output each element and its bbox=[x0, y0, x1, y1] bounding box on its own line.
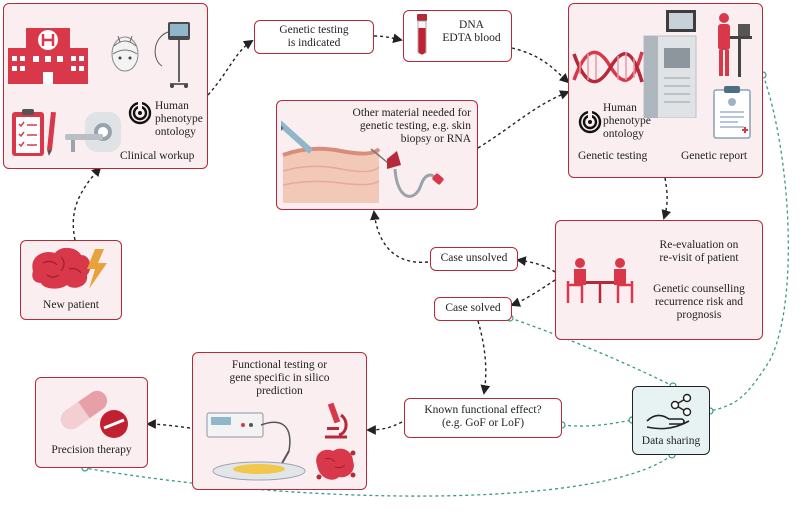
genetic-testing-indicated-box: Genetic testing is indicated bbox=[254, 20, 374, 54]
known-effect-box: Known functional effect? (e.g. GoF or Lo… bbox=[404, 398, 562, 438]
arrow-functional-to-therapy bbox=[146, 419, 191, 429]
arrow-indicated-to-dna bbox=[373, 33, 403, 44]
functional-testing-box: Functional testing or gene specific in s… bbox=[192, 352, 367, 490]
blood-tube-icon bbox=[417, 14, 427, 55]
new-patient-label: New patient bbox=[43, 299, 99, 311]
mri-scanner-icon bbox=[65, 112, 121, 152]
precision-therapy-label: Precision therapy bbox=[51, 444, 132, 456]
hpo-label-lab: Human phenotype ontology bbox=[603, 102, 651, 140]
hand-network-icon bbox=[646, 393, 692, 430]
genetic-testing-indicated-text: Genetic testing is indicated bbox=[279, 24, 349, 49]
data-sharing-label: Data sharing bbox=[641, 435, 701, 447]
case-solved-label: Case solved bbox=[445, 302, 501, 314]
case-unsolved-label: Case unsolved bbox=[440, 252, 508, 264]
brain-lightning-icon bbox=[32, 247, 107, 289]
skin-biopsy-icon bbox=[281, 118, 381, 203]
data-sharing-box: Data sharing bbox=[632, 386, 710, 455]
arrow-solved-to-known bbox=[477, 320, 491, 395]
arrow-dna-to-lab bbox=[511, 47, 570, 84]
known-effect-text: Known functional effect? (e.g. GoF or Lo… bbox=[424, 404, 542, 429]
teal-link-sharing-to-therapy bbox=[84, 454, 673, 497]
other-material-box: Other material needed for genetic testin… bbox=[276, 100, 478, 210]
report-document-icon bbox=[713, 86, 751, 139]
brain-network-icon bbox=[316, 448, 356, 480]
hpo-label-workup: Human phenotype ontology bbox=[155, 100, 203, 138]
functional-testing-text: Functional testing or gene specific in s… bbox=[229, 359, 330, 397]
scientist-at-desk-icon bbox=[718, 13, 752, 77]
dna-blood-text: DNA EDTA blood bbox=[442, 19, 501, 44]
precision-therapy-box: Precision therapy bbox=[35, 377, 148, 468]
case-solved-box: Case solved bbox=[434, 297, 512, 321]
genetic-report-caption: Genetic report bbox=[681, 150, 748, 162]
dna-blood-box: DNA EDTA blood bbox=[403, 10, 512, 62]
pill-capsule-icon bbox=[60, 390, 128, 438]
hpo-logo-icon bbox=[128, 101, 152, 125]
sequencer-icon bbox=[643, 10, 697, 118]
arrow-other-to-lab bbox=[477, 90, 570, 149]
arrow-reeval-to-unsolved bbox=[516, 256, 556, 273]
arrow-reeval-to-solved bbox=[510, 279, 556, 307]
dna-helix-icon bbox=[572, 50, 644, 84]
eeg-headset-icon bbox=[111, 35, 139, 72]
case-unsolved-box: Case unsolved bbox=[430, 247, 518, 271]
hospital-icon bbox=[8, 28, 88, 84]
butterfly-needle-icon bbox=[370, 148, 444, 198]
teal-link-solved-to-sharing bbox=[509, 317, 674, 387]
arrow-known-to-functional bbox=[366, 421, 403, 435]
arrow-workup-to-indicated bbox=[207, 39, 254, 96]
patient-monitor-icon bbox=[154, 22, 190, 88]
clipboard-icon bbox=[12, 109, 56, 156]
reevaluation-counselling-text: Genetic counselling recurrence risk and … bbox=[653, 283, 745, 321]
other-material-text: Other material needed for genetic testin… bbox=[352, 107, 471, 145]
genetic-testing-caption: Genetic testing bbox=[578, 150, 648, 162]
teal-link-report-to-sharing bbox=[709, 74, 789, 412]
arrow-unsolved-to-other bbox=[370, 210, 429, 263]
arrow-new-patient-to-workup bbox=[72, 166, 102, 241]
hpo-logo-icon bbox=[578, 110, 602, 134]
clinical-workup-caption: Clinical workup bbox=[120, 150, 195, 162]
microscope-icon bbox=[325, 402, 348, 439]
counselling-meeting-icon bbox=[566, 258, 634, 303]
electrophysiology-rig-icon bbox=[206, 412, 306, 481]
new-patient-box: New patient bbox=[20, 240, 122, 320]
reevaluation-box: Re-evaluation on re-visit of patient Gen… bbox=[555, 220, 763, 340]
reevaluation-revisit-text: Re-evaluation on re-visit of patient bbox=[659, 239, 739, 264]
arrow-lab-to-reeval bbox=[661, 177, 671, 220]
teal-link-known-to-sharing bbox=[561, 419, 633, 427]
